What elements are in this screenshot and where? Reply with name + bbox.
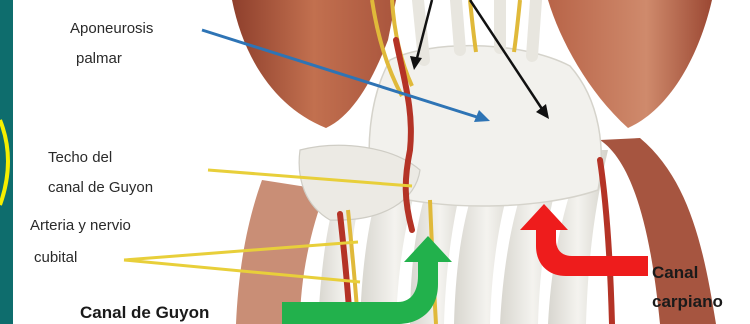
- label-canal-carpiano-line2: carpiano: [652, 292, 723, 311]
- label-techo-line2: canal de Guyon: [48, 179, 153, 196]
- label-canal-carpiano-line1: Canal: [652, 263, 698, 282]
- label-arteria-line2: cubital: [34, 249, 77, 266]
- label-canal-guyon: Canal de Guyon: [80, 303, 209, 322]
- arteria-yellow-pointer-1: [124, 242, 358, 260]
- label-aponeurosis-line1: Aponeurosis: [70, 20, 153, 37]
- label-aponeurosis-line2: palmar: [76, 50, 122, 67]
- label-techo-line1: Techo del: [48, 149, 112, 166]
- label-arteria-line1: Arteria y nervio: [30, 217, 131, 234]
